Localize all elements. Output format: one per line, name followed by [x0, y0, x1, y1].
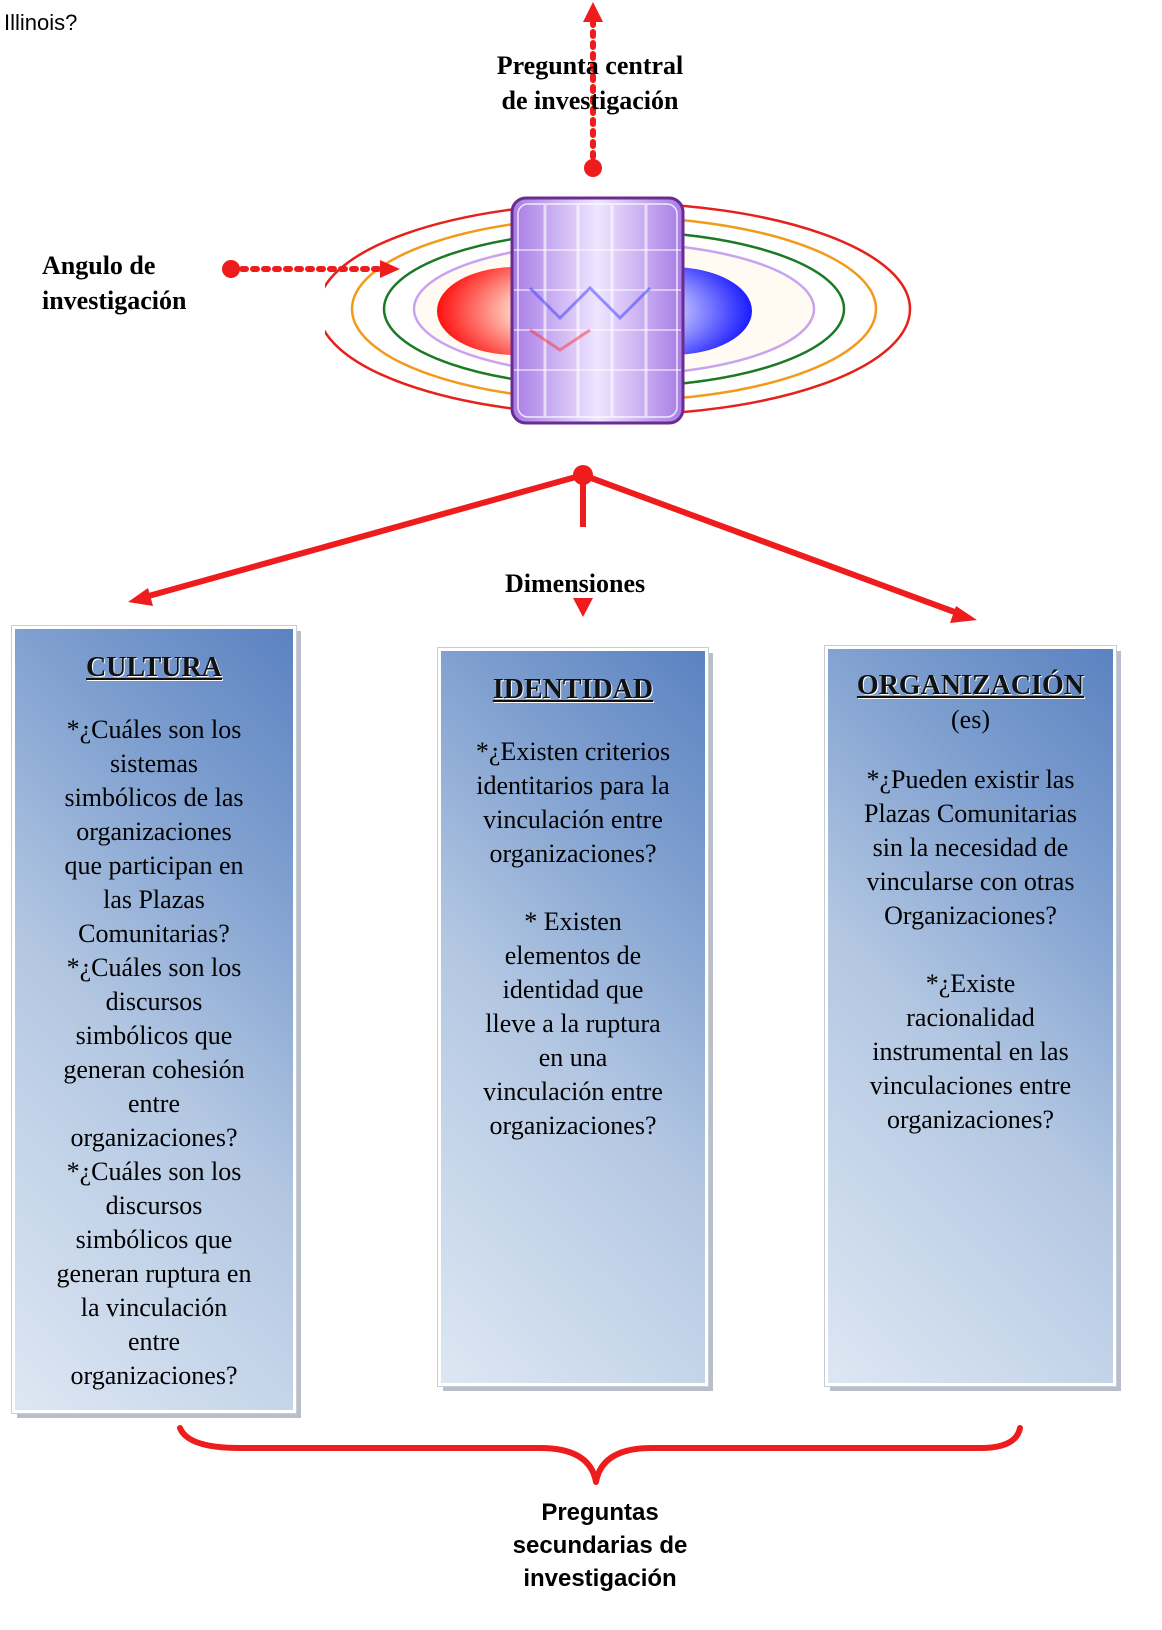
top-fragment-text: Illinois? — [4, 10, 78, 35]
dimension-box-organizacion: ORGANIZACIÓN (es) *¿Pueden existir las P… — [824, 645, 1117, 1387]
box-title-organizacion: ORGANIZACIÓN — [856, 670, 1085, 701]
angle-line-2: investigación — [42, 286, 187, 315]
box-text-cultura: *¿Cuáles son los sistemas simbólicos de … — [56, 715, 252, 1390]
angle-arrow — [222, 260, 400, 278]
box-title-cultura: CULTURA — [86, 652, 222, 683]
dimension-box-cultura: CULTURA *¿Cuáles son los sistemas simból… — [11, 625, 297, 1414]
central-question-line-1: Pregunta central — [496, 51, 684, 80]
central-question-line-2: de investigación — [501, 86, 679, 115]
core-bar — [510, 196, 685, 425]
dimensions-label: Dimensiones — [505, 569, 646, 598]
secondary-line-1: Preguntas — [541, 1499, 659, 1526]
box-text-organizacion: *¿Pueden existir las Plazas Comunitarias… — [863, 765, 1077, 1134]
secondary-line-3: investigación — [523, 1565, 677, 1592]
box-subtitle-organizacion: (es) — [951, 705, 990, 734]
secondary-brace — [177, 1425, 1023, 1485]
central-question-label: Pregunta central de investigación — [470, 48, 710, 118]
box-title-identidad: IDENTIDAD — [492, 674, 654, 705]
dimension-arrows — [128, 465, 977, 623]
angle-label: Angulo de investigación — [42, 248, 186, 318]
secondary-line-2: secundarias de — [512, 1532, 688, 1559]
dimension-box-identidad: IDENTIDAD *¿Existen criterios identitari… — [437, 647, 709, 1387]
central-question-arrow — [583, 2, 603, 177]
secondary-questions-label: Preguntas secundarias de investigación — [470, 1496, 730, 1595]
angle-line-1: Angulo de — [42, 251, 156, 280]
box-text-identidad: *¿Existen criterios identitarios para la… — [475, 737, 671, 1140]
